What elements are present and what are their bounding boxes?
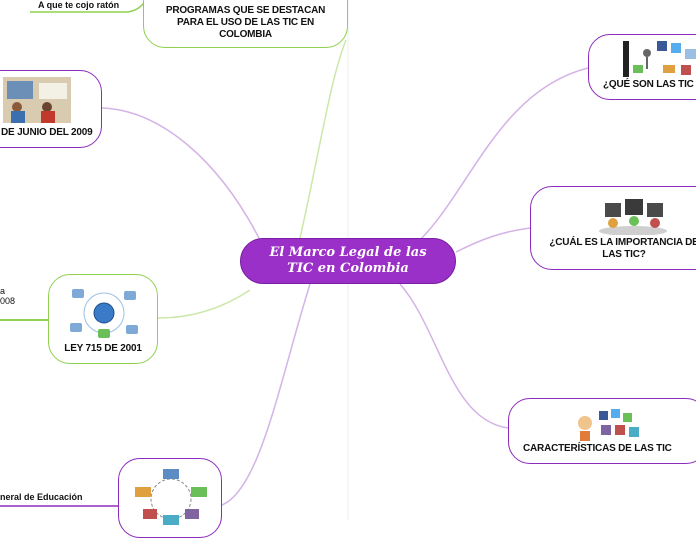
classroom-image: [3, 77, 71, 123]
node-programas[interactable]: PROGRAMAS QUE SE DESTACAN PARA EL USO DE…: [143, 0, 348, 48]
leaf-educacion[interactable]: neral de Educación: [0, 492, 83, 502]
node-caracteristicas[interactable]: CARACTERÍSTICAS DE LAS TIC: [508, 398, 696, 464]
node-importancia[interactable]: ¿CUÁL ES LA IMPORTANCIA DE LAS TIC?: [530, 186, 696, 270]
node-que-son[interactable]: ¿QUÉ SON LAS TIC: [588, 34, 696, 100]
central-topic[interactable]: El Marco Legal de las TIC en Colombia: [240, 238, 456, 284]
node-caracteristicas-label: CARACTERÍSTICAS DE LAS TIC: [523, 443, 672, 454]
connector-que-son: [419, 67, 589, 241]
connector-layer: [0, 0, 589, 520]
connector-junio: [101, 107, 263, 245]
connector-caracteristicas: [399, 283, 509, 429]
students-computers-image: [599, 199, 667, 235]
tic-devices-image: [623, 41, 696, 77]
central-topic-label: El Marco Legal de las TIC en Colombia: [269, 245, 427, 276]
node-junio-label: DE JUNIO DEL 2009: [1, 127, 93, 138]
tic-icons-image: [578, 409, 639, 441]
node-educacion-image[interactable]: [118, 458, 222, 538]
node-ley-715[interactable]: LEY 715 DE 2001: [48, 274, 158, 364]
network-globe-image: [70, 289, 138, 338]
leaf-partial-2008: 008: [0, 296, 16, 306]
node-programas-label: PROGRAMAS QUE SE DESTACAN PARA EL USO DE…: [165, 5, 326, 40]
connector-educacion: [221, 283, 311, 506]
node-ley-715-label: LEY 715 DE 2001: [64, 343, 142, 354]
node-junio-2009[interactable]: DE JUNIO DEL 2009: [0, 70, 102, 148]
connector-ley-715: [157, 289, 251, 319]
node-importancia-label: ¿CUÁL ES LA IMPORTANCIA DE LAS TIC?: [549, 237, 696, 260]
leaf-partial-a: a: [0, 286, 6, 296]
flow-diagram-image: [135, 469, 207, 525]
connector-programas: [299, 39, 347, 239]
connector-importancia: [455, 227, 531, 253]
leaf-raton[interactable]: A que te cojo ratón: [38, 0, 120, 10]
node-que-son-label: ¿QUÉ SON LAS TIC: [603, 79, 694, 90]
